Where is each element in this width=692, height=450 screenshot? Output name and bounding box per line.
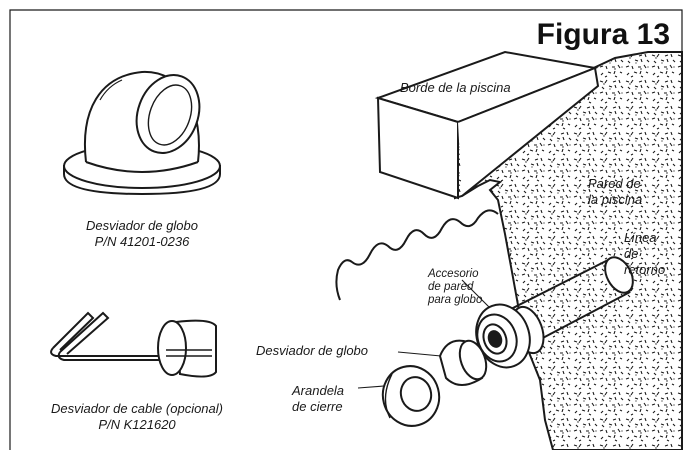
globe-diverter-illustration: [63, 70, 221, 196]
pool-wall-label: Pared de la piscina: [588, 176, 643, 207]
globe-diverter-label: Desviador de globo P/N 41201-0236: [85, 218, 199, 249]
wall-fitting-label: Accesorio de pared para globo: [428, 268, 483, 306]
pool-coping: [374, 50, 600, 200]
globe-diverter-part: [438, 339, 488, 386]
leader-lines: [357, 279, 490, 389]
wall-fitting: [475, 303, 545, 369]
globe-diverter-callout: Desviador de globo: [256, 343, 369, 358]
seal-washer-part: [381, 365, 441, 427]
pool-edge-label: Borde de la piscina: [400, 80, 511, 95]
figure-title: Figura 13: [536, 18, 670, 51]
cable-diverter-illustration: [50, 311, 217, 378]
return-line-label: Línea de retorno: [624, 230, 666, 277]
return-line-pipe: [504, 256, 634, 351]
cable-diverter-label: Desviador de cable (opcional) P/N K12162…: [51, 401, 223, 432]
seal-washer-label: Arandela de cierre: [292, 383, 345, 414]
water-line: [335, 209, 499, 301]
